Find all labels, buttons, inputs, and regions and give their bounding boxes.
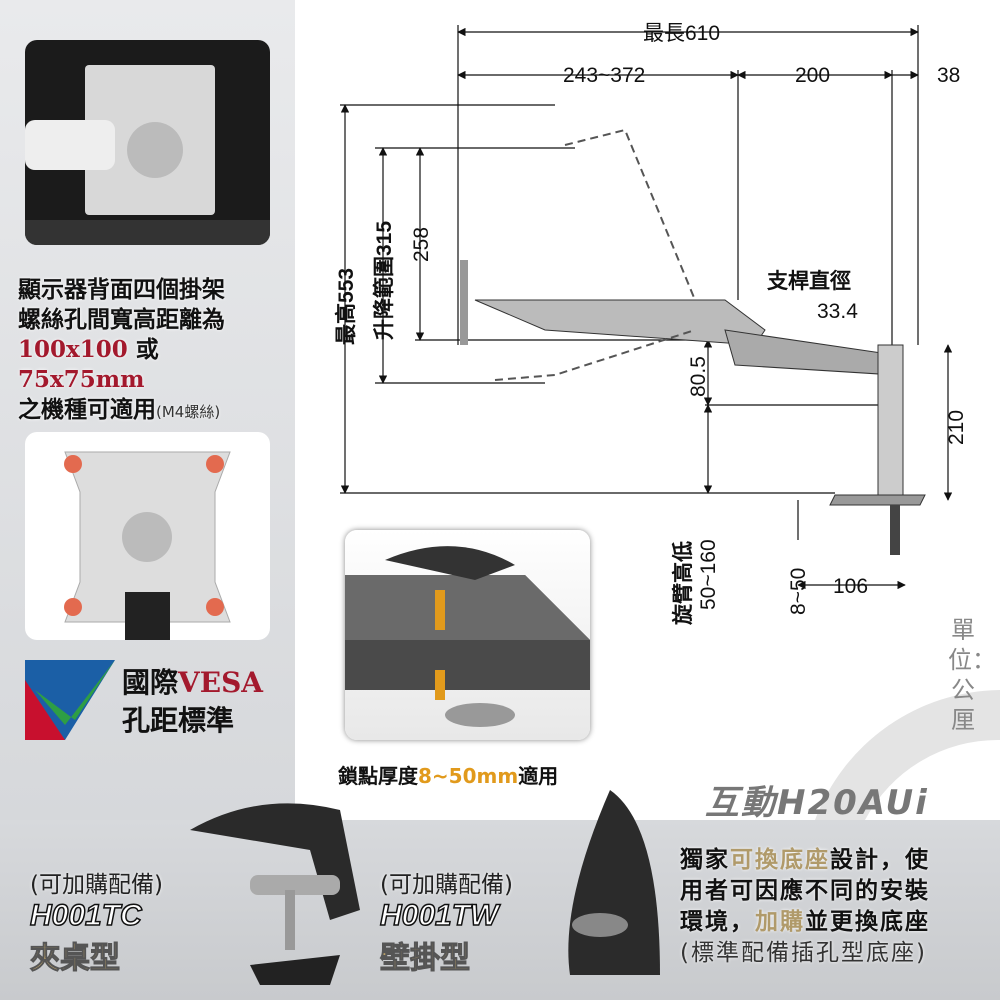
description-line: 螺絲孔間寬高距離為 xyxy=(18,307,225,333)
swing-height-label: 旋臂高低 xyxy=(671,541,695,626)
arm-range: 243~372 xyxy=(563,64,645,87)
pole-height: 210 xyxy=(945,410,968,445)
max-height: 最高553 xyxy=(334,268,358,345)
lift-258: 258 xyxy=(410,227,433,262)
accessory-note: (可加購配備) xyxy=(380,872,513,898)
clamp-accessory-photo xyxy=(190,803,360,985)
vesa-standard: 孔距標準 xyxy=(122,704,235,737)
accessory-model: H001TC xyxy=(29,898,142,933)
max-length: 最長610 xyxy=(643,22,720,45)
caption-suffix: 適用 xyxy=(518,764,559,788)
lift-range: 升降範圍315 xyxy=(372,221,396,340)
clamp-insert-photo xyxy=(345,530,590,740)
monitor-mount-photo xyxy=(25,40,270,245)
caption-prefix: 鎖點厚度 xyxy=(338,764,418,788)
feature-highlight: 可換底座 xyxy=(730,847,830,873)
accessory-model: H001TW xyxy=(379,898,499,933)
screw-note: (M4螺絲) xyxy=(156,403,221,421)
description-end: 之機種可適用 xyxy=(18,397,156,423)
segment-38: 38 xyxy=(937,64,960,87)
offset-80-5: 80.5 xyxy=(687,356,710,397)
accessory-clamp: (可加購配備) H001TC 夾桌型 xyxy=(29,865,163,977)
unit-label: 單位：公厘 xyxy=(948,616,996,734)
accessory-type: 夾桌型 xyxy=(30,941,121,977)
clamp-caption: 鎖點厚度8~50mm適用 xyxy=(338,760,558,789)
dimension-diagram: 最長610 243~372 200 38 最高553 升降範圍315 258 8… xyxy=(334,22,1000,820)
caption-range: 8~50mm xyxy=(418,764,519,788)
pole-diameter: 33.4 xyxy=(817,300,858,323)
or-text: 或 xyxy=(135,337,159,363)
vesa-size-b: 75x75mm xyxy=(18,366,145,393)
feature-highlight: 加購 xyxy=(755,909,805,935)
vesa-logo-text: 國際VESA 孔距標準 xyxy=(122,664,263,740)
brand-logo: 互動H20AUi xyxy=(705,783,929,823)
clamp-thickness: 8~50 xyxy=(787,568,810,615)
feature-text-line: 用者可因應不同的安裝 xyxy=(680,878,930,904)
base-width: 106 xyxy=(833,575,868,598)
vesa-logo-icon xyxy=(25,660,115,740)
vesa-description: 顯示器背面四個掛架 螺絲孔間寬高距離為 100x100 或 75x75mm 之機… xyxy=(18,275,288,427)
pole-diameter-label: 支桿直徑 xyxy=(767,269,851,293)
feature-note: (標準配備插孔型底座) xyxy=(680,940,927,966)
segment-200: 200 xyxy=(795,64,830,87)
accessory-type: 壁掛型 xyxy=(380,941,471,977)
feature-text: 獨家可換底座設計，使 用者可因應不同的安裝 環境，加購並更換底座 (標準配備插孔… xyxy=(680,845,990,969)
description-line: 顯示器背面四個掛架 xyxy=(18,277,225,303)
accessory-wall: (可加購配備) H001TW 壁掛型 xyxy=(379,865,513,977)
vesa-prefix: 國際 xyxy=(122,666,179,699)
vesa-brand: VESA xyxy=(178,666,264,699)
vesa-size-a: 100x100 xyxy=(18,336,128,363)
feature-text-part: 環境， xyxy=(680,909,755,935)
monitor-arm-drawing xyxy=(460,128,926,555)
feature-text-part: 並更換底座 xyxy=(805,909,930,935)
swing-height: 50~160 xyxy=(697,539,720,610)
feature-text-part: 獨家 xyxy=(680,847,730,873)
feature-text-part: 設計，使 xyxy=(830,847,930,873)
wall-mount-photo xyxy=(568,790,660,975)
vesa-plate-photo xyxy=(25,432,270,640)
bottom-band xyxy=(0,820,1000,1000)
accessory-note: (可加購配備) xyxy=(30,872,163,898)
